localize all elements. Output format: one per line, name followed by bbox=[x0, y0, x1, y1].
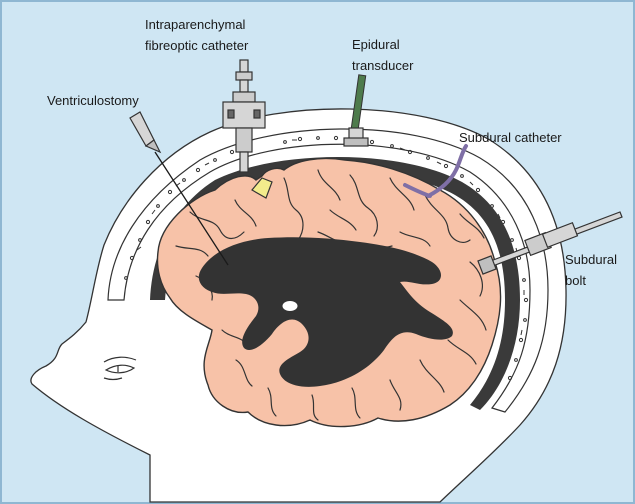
label-subdural-catheter: Subdural catheter bbox=[459, 130, 562, 145]
label-intraparenchymal-line1: Intraparenchymal bbox=[145, 17, 246, 32]
label-epidural-line2: transducer bbox=[352, 58, 414, 73]
label-subdural-bolt-line1: Subdural bbox=[565, 252, 617, 267]
third-ventricle bbox=[282, 301, 298, 312]
label-epidural-line1: Epidural bbox=[352, 37, 400, 52]
label-subdural-bolt-line2: bolt bbox=[565, 273, 586, 288]
label-intraparenchymal-line2: fibreoptic catheter bbox=[145, 38, 249, 53]
label-ventriculostomy: Ventriculostomy bbox=[47, 93, 139, 108]
